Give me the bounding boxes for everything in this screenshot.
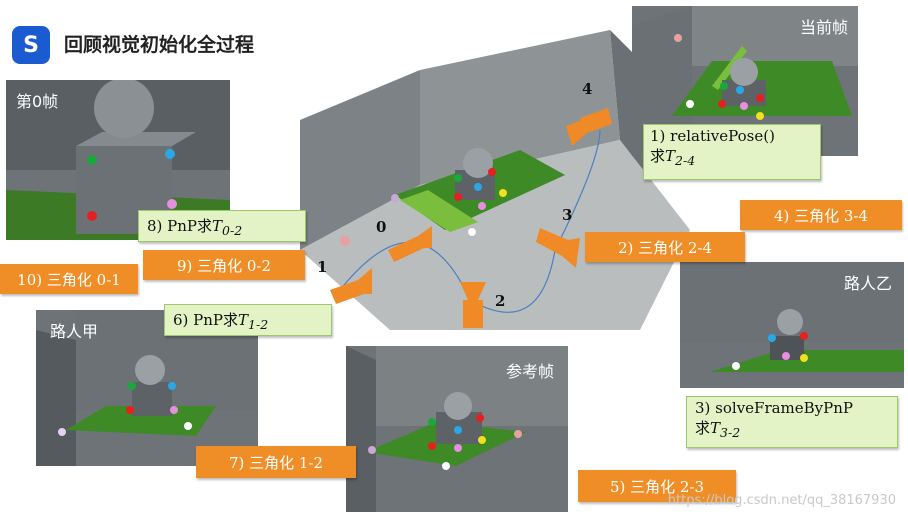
- camera-number-1: 1: [317, 258, 328, 276]
- step3-line1: 3) solveFrameByPnP: [695, 399, 854, 417]
- app-logo: S: [12, 26, 50, 64]
- camera-number-0: 0: [376, 218, 387, 236]
- scene-sphere: [463, 148, 493, 178]
- panel-label-person-b: 路人乙: [843, 274, 892, 293]
- step2-triangulate: 2) 三角化 2-4: [585, 232, 745, 262]
- scene-wall-back: [420, 30, 620, 185]
- panel-person-b: 路人乙: [680, 262, 904, 388]
- camera-number-3: 3: [562, 206, 573, 224]
- step9-triangulate: 9) 三角化 0-2: [143, 250, 305, 280]
- logo-glyph: S: [23, 32, 39, 58]
- camera-icons: [330, 108, 612, 328]
- scene-floor: [300, 140, 690, 330]
- panel-label-current: 当前帧: [799, 18, 848, 37]
- panel-person-a: 路人甲: [36, 310, 258, 466]
- page-title: 回顾视觉初始化全过程: [64, 34, 255, 56]
- step3-solveframe: 3) solveFrameByPnP 求T3-2: [686, 396, 898, 448]
- panel-reference: 参考帧: [346, 346, 568, 512]
- camera-number-4: 4: [582, 80, 593, 98]
- watermark: https://blog.csdn.net/qq_38167930: [667, 493, 896, 508]
- scene-mat-stripe: [400, 190, 478, 232]
- panel-label-reference: 参考帧: [505, 362, 554, 381]
- step1-relativepose: 1) relativePose() 求T2-4: [643, 124, 821, 180]
- step1-line1: 1) relativePose(): [650, 127, 775, 145]
- step3-line2: 求T3-2: [695, 419, 741, 440]
- step1-line2: 求T2-4: [650, 147, 696, 168]
- scene-wall-left: [300, 70, 420, 250]
- camera-number-2: 2: [495, 292, 506, 310]
- panel-label-person-a: 路人甲: [50, 322, 99, 341]
- step8-pnp: 8) PnP求T0-2: [138, 210, 306, 242]
- step7-triangulate: 7) 三角化 1-2: [196, 446, 356, 478]
- step6-pnp: 6) PnP求T1-2: [164, 304, 332, 336]
- step5-triangulate: 5) 三角化 2-3: [578, 470, 736, 502]
- panel-label-frame0: 第0帧: [16, 92, 59, 111]
- panel-frame0: 第0帧: [6, 80, 230, 240]
- step4-triangulate: 4) 三角化 3-4: [740, 200, 902, 230]
- step10-triangulate: 10) 三角化 0-1: [0, 264, 138, 294]
